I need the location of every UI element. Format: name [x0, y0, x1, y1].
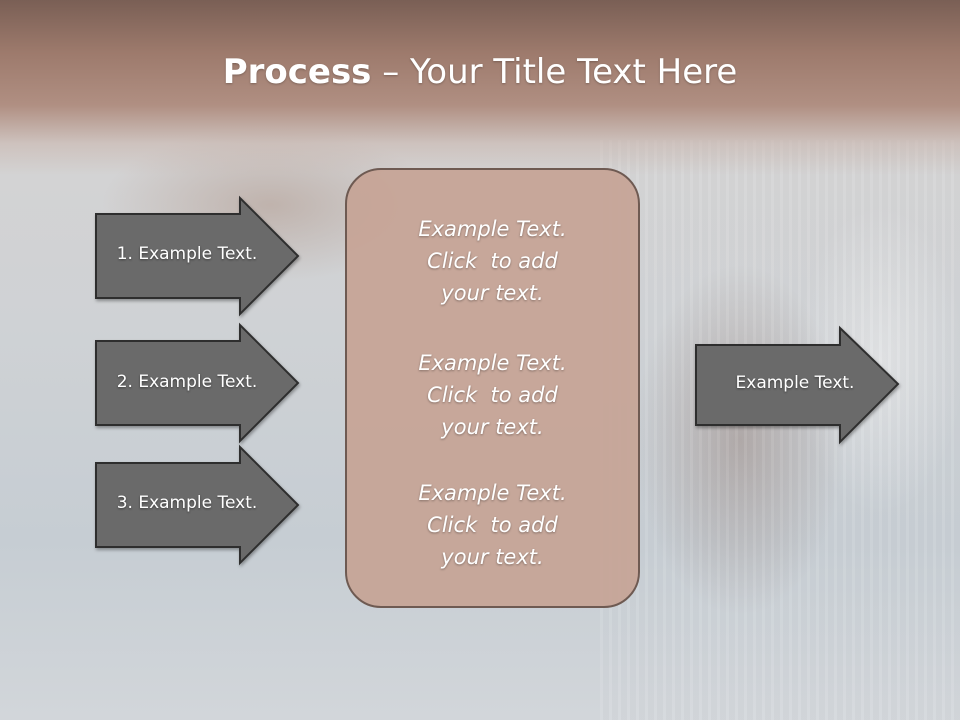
center-line: Click to add: [427, 383, 558, 407]
slide-title[interactable]: Process – Your Title Text Here: [0, 52, 960, 92]
center-line: Click to add: [427, 249, 558, 273]
arrow-label-3[interactable]: 3. Example Text.: [116, 493, 258, 513]
center-text-box[interactable]: [345, 168, 640, 608]
center-line: your text.: [441, 281, 544, 305]
center-block-1[interactable]: Example Text. Click to add your text.: [345, 213, 640, 309]
arrow-shape-1[interactable]: [95, 195, 300, 317]
center-line: Example Text.: [418, 351, 567, 375]
arrow-shape-right[interactable]: [695, 325, 900, 445]
arrow-shape-2[interactable]: [95, 322, 300, 444]
waterfall-texture: [600, 140, 960, 720]
header-band: [0, 0, 960, 175]
center-line: Example Text.: [418, 481, 567, 505]
center-line: your text.: [441, 545, 544, 569]
center-block-2[interactable]: Example Text. Click to add your text.: [345, 347, 640, 443]
title-bold: Process: [222, 52, 372, 92]
center-line: your text.: [441, 415, 544, 439]
center-block-3[interactable]: Example Text. Click to add your text.: [345, 477, 640, 573]
arrow-shape-3[interactable]: [95, 444, 300, 566]
center-line: Example Text.: [418, 217, 567, 241]
right-arrow-label[interactable]: Example Text.: [735, 373, 855, 393]
title-rest: – Your Title Text Here: [371, 52, 738, 92]
arrow-label-2[interactable]: 2. Example Text.: [116, 372, 258, 392]
center-line: Click to add: [427, 513, 558, 537]
arrow-label-1[interactable]: 1. Example Text.: [116, 244, 258, 264]
